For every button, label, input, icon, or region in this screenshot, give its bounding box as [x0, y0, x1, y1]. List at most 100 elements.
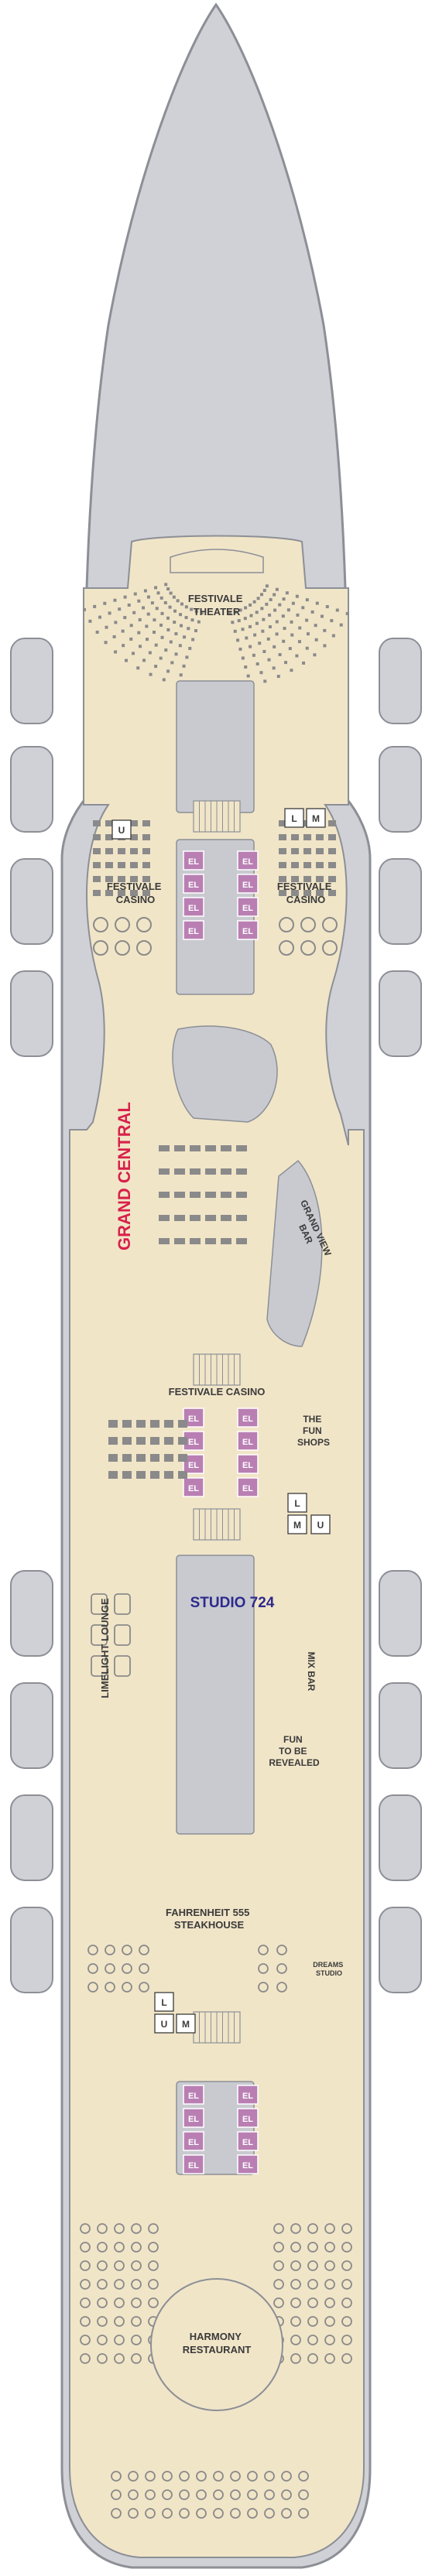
theater-seat [160, 635, 164, 639]
fun-shops-label[interactable]: THE FUN SHOPS [297, 1414, 330, 1448]
theater-seat [252, 653, 255, 657]
mix-bar-label[interactable]: MIX BAR [306, 1652, 317, 1692]
theater-seat [114, 650, 118, 654]
elevator [183, 2085, 204, 2105]
forward-deck-area [69, 535, 365, 2558]
dining-table [128, 2489, 139, 2500]
slot-machine [279, 820, 286, 826]
theater-seat [173, 621, 177, 624]
slot-machine [136, 1454, 146, 1462]
dining-table [131, 2297, 142, 2308]
theater-seat [233, 629, 237, 633]
theater-seat [194, 629, 197, 633]
theater-seat [345, 611, 349, 615]
restroom-letter: U [317, 1520, 324, 1531]
slot-machine [105, 834, 113, 840]
gaming-table [115, 917, 130, 932]
elevator [237, 1408, 259, 1428]
fahrenheit-555-label[interactable]: FAHRENHEIT 555 STEAKHOUSE [166, 1907, 252, 1931]
slot-machine [93, 848, 101, 854]
theater-seat [142, 606, 146, 610]
dining-table [341, 2335, 352, 2345]
bar-seat [159, 1215, 170, 1221]
slot-machine [93, 876, 101, 882]
lifeboat [379, 858, 422, 945]
lounge-seat [114, 1655, 131, 1677]
dining-table [230, 2508, 241, 2519]
grand-central-label[interactable]: GRAND CENTRAL [115, 1102, 134, 1250]
fun-to-be-revealed-label[interactable]: FUN TO BE REVEALED [269, 1734, 320, 1768]
theater-seat [164, 648, 168, 652]
slot-machine [122, 1471, 132, 1479]
dreams-studio-label[interactable]: DREAMS STUDIO [313, 1961, 345, 1977]
slot-machine [316, 862, 324, 868]
bar-seat [205, 1168, 216, 1175]
dining-table [341, 2353, 352, 2364]
dining-table [145, 2508, 156, 2519]
festivale-theater-label[interactable]: FESTIVALE THEATER [188, 593, 245, 617]
theater-seat [273, 645, 276, 648]
dining-table [148, 2223, 159, 2234]
dining-table [307, 2223, 318, 2234]
restroom-letter: L [294, 1498, 300, 1509]
theater-seat [166, 669, 170, 673]
slot-machine [108, 1437, 118, 1445]
lifeboat [10, 858, 53, 945]
bar-seat [174, 1192, 185, 1198]
dining-table [290, 2260, 301, 2271]
bar-seat [159, 1145, 170, 1151]
festivale-casino-aft-label[interactable]: FESTIVALE CASINO [169, 1386, 266, 1397]
theater-seat [256, 597, 260, 600]
bar-seat [174, 1215, 185, 1221]
theater-seat [156, 591, 160, 595]
festivale-casino-left-label[interactable]: FESTIVALE CASINO [107, 881, 164, 905]
dining-table [179, 2471, 190, 2482]
theater-seat [284, 661, 288, 665]
elevator-label: EL [242, 927, 253, 936]
dining-table [276, 1982, 287, 1993]
restroom-symbol [284, 808, 304, 828]
theater-seat [146, 638, 149, 641]
lifeboat [10, 1907, 53, 1993]
dining-table [196, 2489, 207, 2500]
slot-machine [105, 890, 113, 896]
restroom-symbol [176, 2013, 196, 2034]
bar-seat [190, 1238, 201, 1244]
dining-table [324, 2260, 335, 2271]
festivale-casino-right-label[interactable]: FESTIVALE CASINO [277, 881, 334, 905]
elevator [237, 1454, 259, 1474]
theater-seat [306, 632, 310, 636]
dining-table [162, 2489, 173, 2500]
dining-table [307, 2353, 318, 2364]
bar-seat [190, 1192, 201, 1198]
slot-machine [150, 1471, 159, 1479]
slot-machine [108, 1420, 118, 1428]
lounge-seat [91, 1624, 108, 1646]
limelight-lounge-label[interactable]: LIMELIGHT LOUNGE [99, 1598, 111, 1699]
slot-machine [291, 876, 299, 882]
restroom-letter: L [161, 1997, 166, 2008]
theater-seat [241, 656, 245, 660]
theater-seat [185, 655, 189, 659]
theater-seat [233, 610, 237, 614]
gaming-table [279, 940, 294, 956]
bar-seat [174, 1238, 185, 1244]
elevator [237, 2085, 259, 2105]
harmony-restaurant-label[interactable]: HARMONY RESTAURANT [183, 2331, 252, 2355]
theater-seat [153, 631, 156, 635]
dining-table [290, 2353, 301, 2364]
theater-seat [291, 601, 295, 605]
dining-table [114, 2335, 125, 2345]
theater-seat [154, 643, 158, 647]
dining-table [307, 2297, 318, 2308]
theater-seat [290, 620, 293, 624]
theater-seat [103, 601, 107, 605]
theater-seat [282, 639, 286, 643]
theater-seat [262, 617, 266, 621]
theater-seat [139, 645, 142, 648]
dining-table [341, 2242, 352, 2253]
theater-seat [335, 608, 339, 612]
studio-724-label[interactable]: STUDIO 724 [190, 1595, 275, 1611]
